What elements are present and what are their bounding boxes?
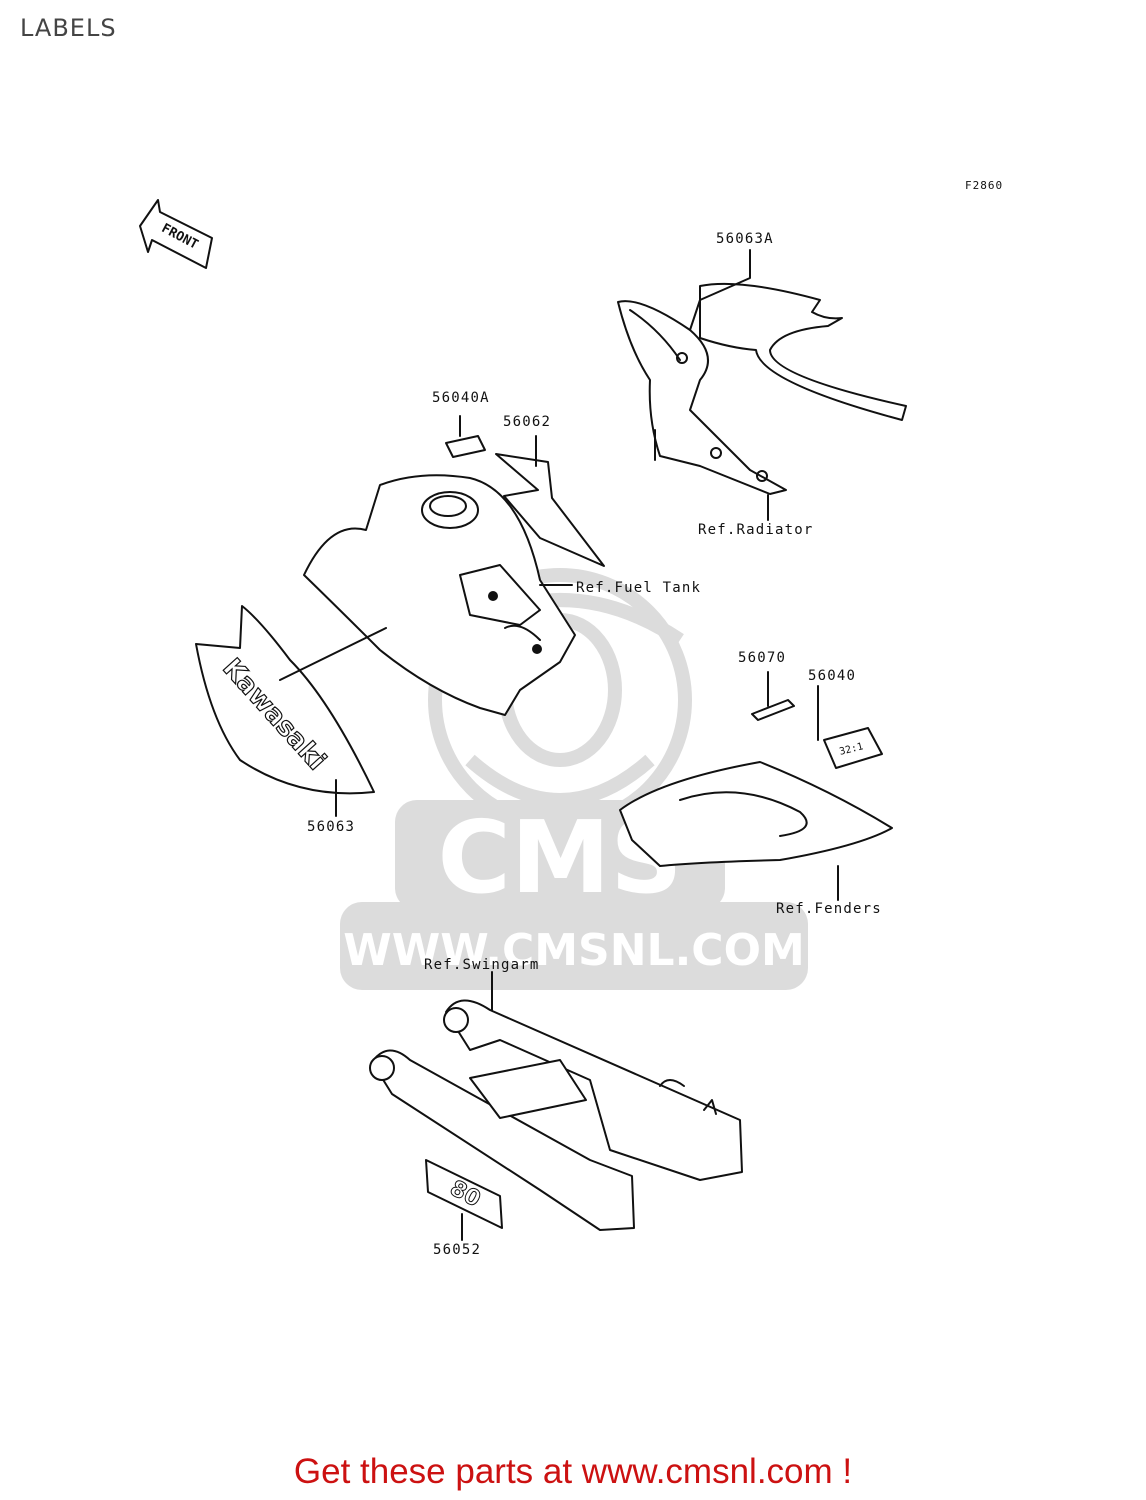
label-56062: 56062 — [503, 414, 551, 430]
decal-56070 — [751, 699, 795, 721]
label-ref-radiator: Ref.Radiator — [698, 522, 814, 538]
footer-link[interactable]: Get these parts at www.cmsnl.com ! — [293, 1452, 853, 1491]
decal-56063A — [699, 282, 907, 421]
decal-56062 — [495, 453, 605, 567]
decal-56040A — [445, 435, 486, 458]
radiator-shroud — [617, 300, 787, 495]
rear-fender — [619, 761, 893, 867]
label-56063A: 56063A — [716, 231, 774, 247]
swingarm — [369, 999, 743, 1231]
watermark-url-text: WWW.CMSNL.COM — [343, 925, 805, 976]
label-ref-swingarm: Ref.Swingarm — [424, 957, 540, 973]
decal-56052: 80 — [425, 1159, 503, 1229]
page-title: LABELS — [20, 14, 117, 42]
fuel-tank — [303, 474, 576, 716]
label-56063: 56063 — [307, 819, 355, 835]
label-ref-fenders: Ref.Fenders — [776, 901, 882, 917]
leader-lines — [279, 249, 839, 1241]
front-arrow-icon: FRONT — [139, 199, 213, 269]
label-56040A: 56040A — [432, 390, 490, 406]
figure-code: F2860 — [965, 179, 1003, 192]
label-56040: 56040 — [808, 668, 856, 684]
watermark-url-box — [340, 902, 808, 990]
label-56052: 56052 — [433, 1242, 481, 1258]
decal-56063: Kawasaki — [195, 605, 375, 795]
decal-56040: 32:1 — [823, 727, 883, 769]
label-ref-fuel-tank: Ref.Fuel Tank — [576, 580, 701, 596]
label-56070: 56070 — [738, 650, 786, 666]
